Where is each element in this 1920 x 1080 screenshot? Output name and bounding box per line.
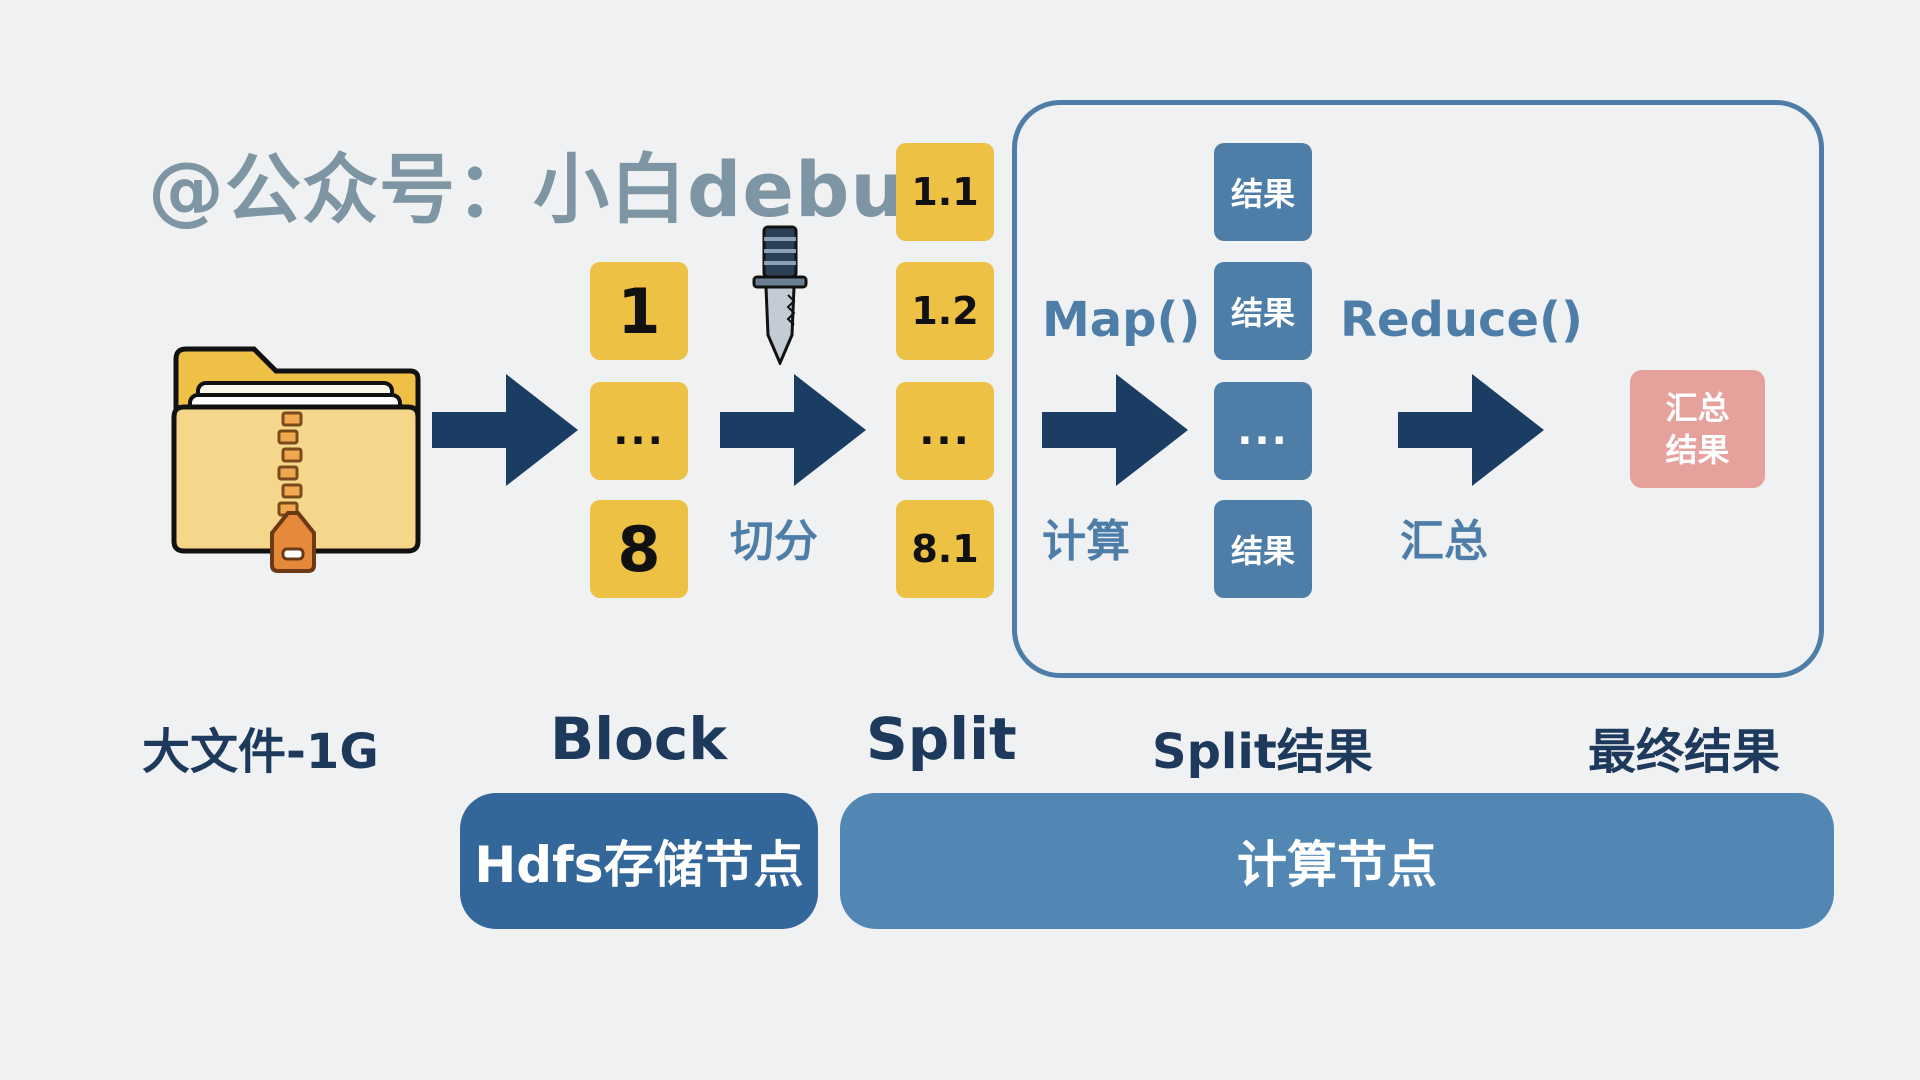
arrow-reduce [1398,374,1544,486]
reduce-function-label: Reduce() [1340,292,1583,348]
caption-file: 大文件-1G [142,724,379,780]
split-box: 1.1 [896,143,994,241]
final-result-line: 结果 [1665,431,1730,469]
arrow-to-block [432,374,578,486]
compute-frame [1012,100,1824,678]
final-result-box: 汇总 结果 [1630,370,1765,488]
split-box: ... [896,382,994,480]
caption-block: Block [550,705,727,773]
zip-folder-icon [171,346,421,573]
arrow-map [1042,374,1188,486]
final-result-line: 汇总 [1665,389,1730,427]
compute-node: 计算节点 [840,793,1834,929]
cut-label: 切分 [730,516,818,567]
split-box: 8.1 [896,500,994,598]
split-result-box: 结果 [1214,143,1312,241]
arrow-to-split [720,374,866,486]
caption-final: 最终结果 [1588,724,1781,780]
aggregate-label: 汇总 [1400,516,1488,567]
knife-icon [752,225,808,365]
caption-split: Split [866,705,1017,773]
compute-label: 计算 [1042,516,1130,567]
block-box: 8 [590,500,688,598]
block-box: ... [590,382,688,480]
split-result-box: 结果 [1214,262,1312,360]
caption-split-result: Split结果 [1152,724,1373,780]
watermark: @公众号：小白debug [148,145,961,234]
split-result-box: 结果 [1214,500,1312,598]
block-box: 1 [590,262,688,360]
hdfs-storage-node: Hdfs存储节点 [460,793,818,929]
map-function-label: Map() [1042,292,1201,348]
split-box: 1.2 [896,262,994,360]
split-result-box: ... [1214,382,1312,480]
